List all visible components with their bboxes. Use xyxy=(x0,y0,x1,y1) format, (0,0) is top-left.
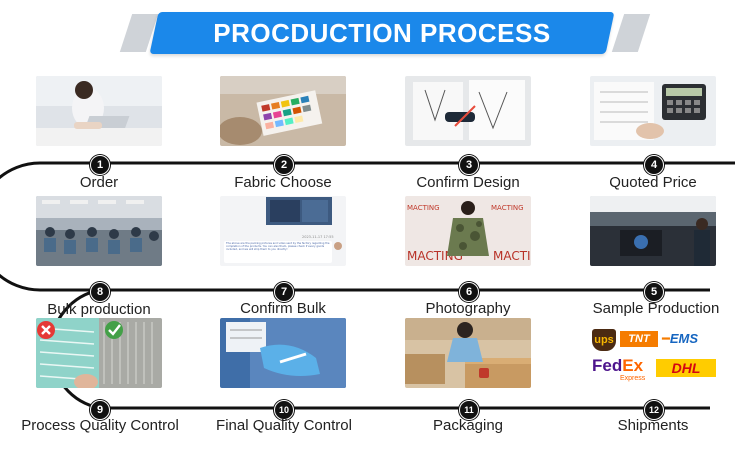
svg-text:MACTING: MACTING xyxy=(493,249,531,263)
fabric-swatches-photo xyxy=(220,76,346,146)
office-typing-photo xyxy=(36,76,162,146)
step-badge-1: 1 xyxy=(90,155,110,175)
step-label-1: Order xyxy=(19,173,179,193)
approve-check-icon xyxy=(105,321,123,339)
step-label-12: Shipments xyxy=(573,416,733,436)
fedex-logo: FedEx Express xyxy=(592,357,654,385)
fabric-compare-photo xyxy=(36,318,162,388)
chat-screenshot-photo: 2023-11-17 17:55 The above are the packi… xyxy=(220,196,346,266)
carrier-logos: ups TNT ━EMS FedEx Express DHL xyxy=(592,327,724,387)
svg-text:MACTING: MACTING xyxy=(491,204,524,212)
page-title: PROCDUCTION PROCESS xyxy=(154,12,610,54)
step-label-8: Bulk production xyxy=(19,300,179,320)
step-badge-4: 4 xyxy=(644,155,664,175)
design-sketch-photo xyxy=(405,76,531,146)
reject-x-icon xyxy=(37,321,55,339)
step-label-6: Photography xyxy=(388,299,548,319)
svg-text:MACTING: MACTING xyxy=(407,204,440,212)
box-packing-photo xyxy=(405,318,531,388)
step-label-11: Packaging xyxy=(388,416,548,436)
step-badge-2: 2 xyxy=(274,155,294,175)
svg-text:2023-11-17 17:55: 2023-11-17 17:55 xyxy=(302,235,334,239)
model-photo: MACTING MACTING MACTING MACTING xyxy=(405,196,531,266)
ups-logo: ups xyxy=(592,329,616,351)
step-label-2: Fabric Choose xyxy=(203,173,363,193)
calculator-photo xyxy=(590,76,716,146)
step-label-10: Final Quality Control xyxy=(194,416,374,436)
title-banner: PROCDUCTION PROCESS xyxy=(120,12,640,54)
step-label-4: Quoted Price xyxy=(573,173,733,193)
inspection-photo xyxy=(220,318,346,388)
step-label-3: Confirm Design xyxy=(388,173,548,193)
printer-machine-photo xyxy=(590,196,716,266)
dhl-logo: DHL xyxy=(656,359,716,377)
ems-logo: ━EMS xyxy=(662,330,714,348)
step-label-9: Process Quality Control xyxy=(8,416,192,436)
tnt-logo: TNT xyxy=(620,331,658,347)
step-badge-8: 8 xyxy=(90,282,110,302)
step-label-5: Sample Production xyxy=(573,299,739,319)
step-label-7: Confirm Bulk xyxy=(203,299,363,319)
step-badge-3: 3 xyxy=(459,155,479,175)
factory-floor-photo xyxy=(36,196,162,266)
